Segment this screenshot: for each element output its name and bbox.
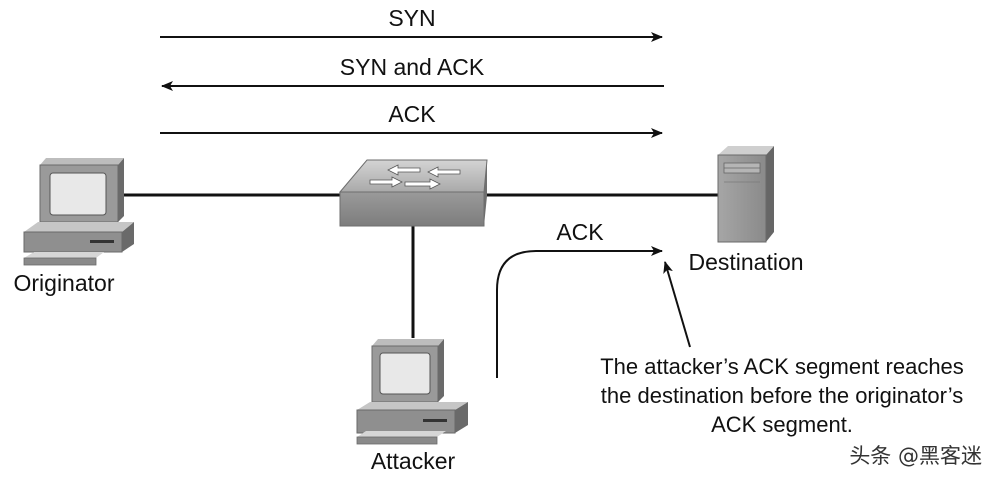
syn-label: SYN [388, 5, 435, 31]
attacker-label: Attacker [371, 448, 456, 474]
destination-server-icon [717, 146, 774, 243]
annotation-line-1: The attacker’s ACK segment reaches [600, 354, 964, 379]
syn-ack-label: SYN and ACK [340, 54, 485, 80]
originator-label: Originator [14, 270, 115, 296]
annotation-line-2: the destination before the originator’s [601, 383, 963, 408]
attacker-ack-label: ACK [556, 219, 604, 245]
attacker-ack-arrow [496, 246, 663, 378]
ack-label: ACK [388, 101, 436, 127]
annotation-pointer-arrow [663, 261, 691, 348]
attacker-computer-icon [356, 339, 468, 445]
attacker-ack-message: ACK [496, 219, 663, 378]
syn-message: SYN [160, 5, 663, 42]
watermark-text: 头条 @黑客迷 [849, 444, 982, 468]
syn-ack-message: SYN and ACK [161, 54, 664, 91]
ack-message: ACK [160, 101, 663, 138]
switch-icon [338, 159, 488, 227]
annotation-text: The attacker’s ACK segment reaches the d… [600, 354, 964, 437]
originator-computer-icon [23, 158, 134, 266]
annotation-line-3: ACK segment. [711, 412, 853, 437]
destination-label: Destination [688, 249, 803, 275]
